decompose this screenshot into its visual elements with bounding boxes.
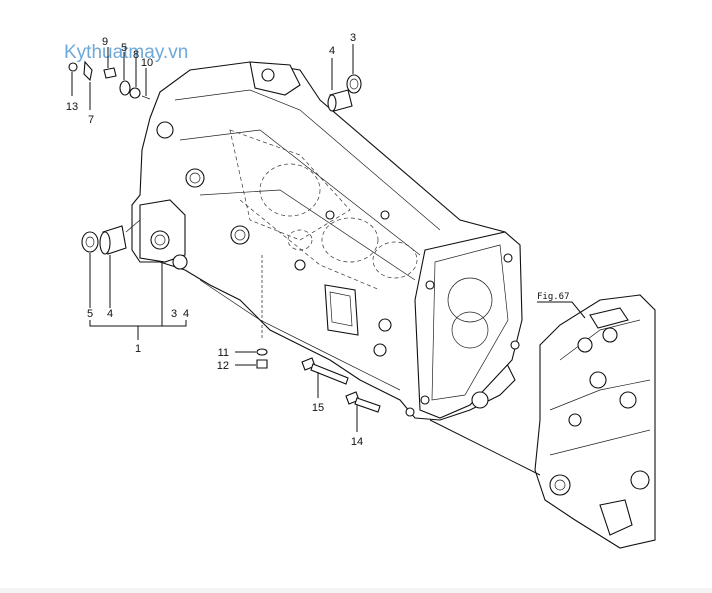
callout-7: 7 (88, 114, 94, 126)
callout-4-bottom: 4 (183, 308, 189, 320)
alignment-leader-line (429, 419, 541, 476)
drain-plug (256, 255, 268, 369)
callout-15: 15 (312, 402, 324, 414)
watermark-text: Kythuatmay.vn (64, 42, 188, 63)
callout-9: 9 (102, 36, 108, 48)
transmission-case (131, 61, 523, 421)
figure-ref-leader (537, 301, 586, 319)
callout-1: 1 (135, 343, 141, 355)
callout-5-top: 5 (121, 42, 127, 54)
callout-10: 10 (141, 57, 153, 69)
callout-4-left: 4 (107, 308, 113, 320)
bolt-15 (301, 357, 349, 385)
callout-5-left: 5 (87, 308, 93, 320)
callout-11: 11 (218, 347, 229, 359)
top-left-parts (68, 60, 151, 100)
callout-3-top: 3 (350, 32, 356, 44)
top-seal-group (327, 74, 362, 112)
callout-3-bottom: 3 (171, 308, 177, 320)
callout-12: 12 (217, 360, 229, 372)
bolt-14 (345, 391, 381, 413)
figure-reference: Fig.67 (537, 292, 570, 302)
callout-8: 8 (133, 49, 139, 61)
callout-4-top: 4 (329, 45, 335, 57)
bracket-1 (89, 320, 187, 327)
left-seal-group (81, 219, 141, 255)
bottom-strip (0, 588, 712, 593)
callout-14: 14 (351, 436, 363, 448)
callout-13: 13 (66, 101, 78, 113)
mating-housing (534, 294, 656, 549)
